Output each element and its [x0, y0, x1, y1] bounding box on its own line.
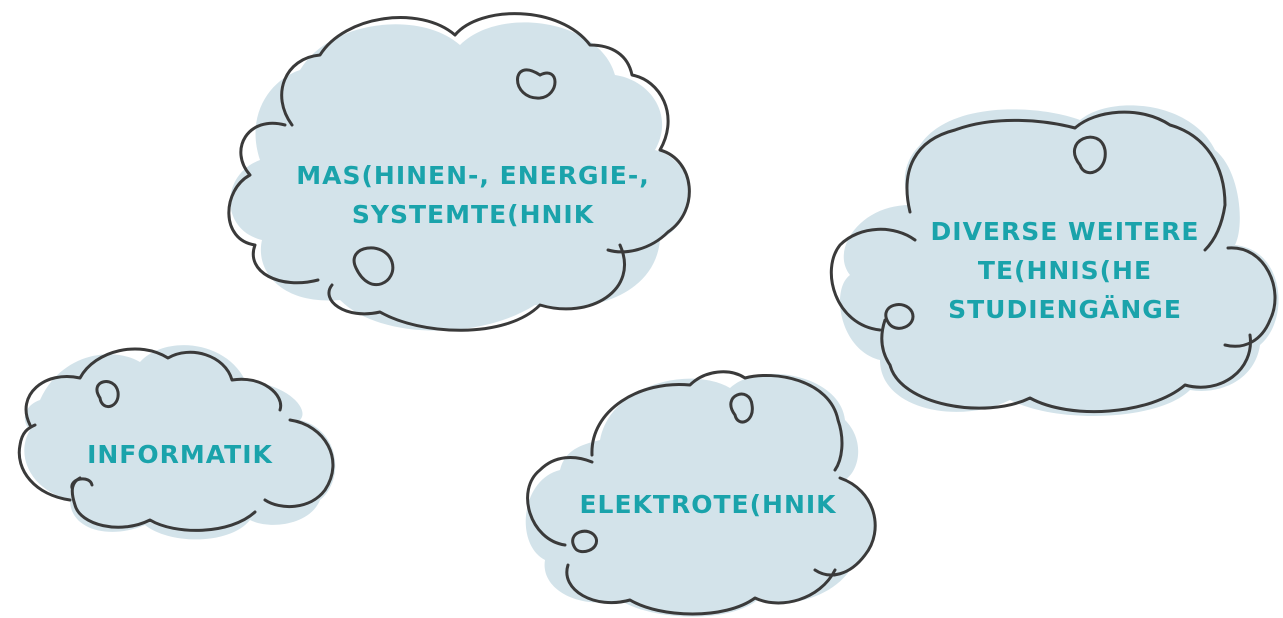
cloud-elektrotechnik-fill	[525, 373, 876, 617]
cloud-elektrotechnik: ELEKTROTE(HNIK	[525, 370, 877, 617]
cloud-maschinen-label-line-1: MAS(HINEN-, ENERGIE-,	[296, 161, 649, 190]
cloud-diverse: DIVERSE WEITERE TE(HNIS(HE STUDIENGÄNGE	[829, 105, 1279, 417]
cloud-maschinen-fill	[230, 22, 690, 331]
cloud-maschinen-outline	[227, 12, 691, 332]
cloud-informatik-label: INFORMATIK	[87, 440, 273, 469]
cloud-maschinen-label-line-2: SYSTEMTE(HNIK	[352, 200, 595, 229]
cloud-diverse-outline	[829, 110, 1277, 414]
cloud-elektrotechnik-label: ELEKTROTE(HNIK	[579, 490, 837, 519]
cloud-diverse-label-line-2: TE(HNIS(HE	[978, 256, 1152, 285]
cloud-diverse-label-line-3: STUDIENGÄNGE	[948, 294, 1182, 324]
cloud-elektrotechnik-outline	[526, 370, 877, 616]
cloud-diverse-fill	[840, 105, 1279, 417]
cloud-diverse-label-line-1: DIVERSE WEITERE	[931, 217, 1200, 246]
cloud-informatik-fill	[24, 345, 336, 540]
cloud-informatik-outline	[17, 347, 335, 532]
cloud-informatik: INFORMATIK	[17, 345, 336, 540]
cloud-maschinen: MAS(HINEN-, ENERGIE-, SYSTEMTE(HNIK	[227, 12, 691, 332]
